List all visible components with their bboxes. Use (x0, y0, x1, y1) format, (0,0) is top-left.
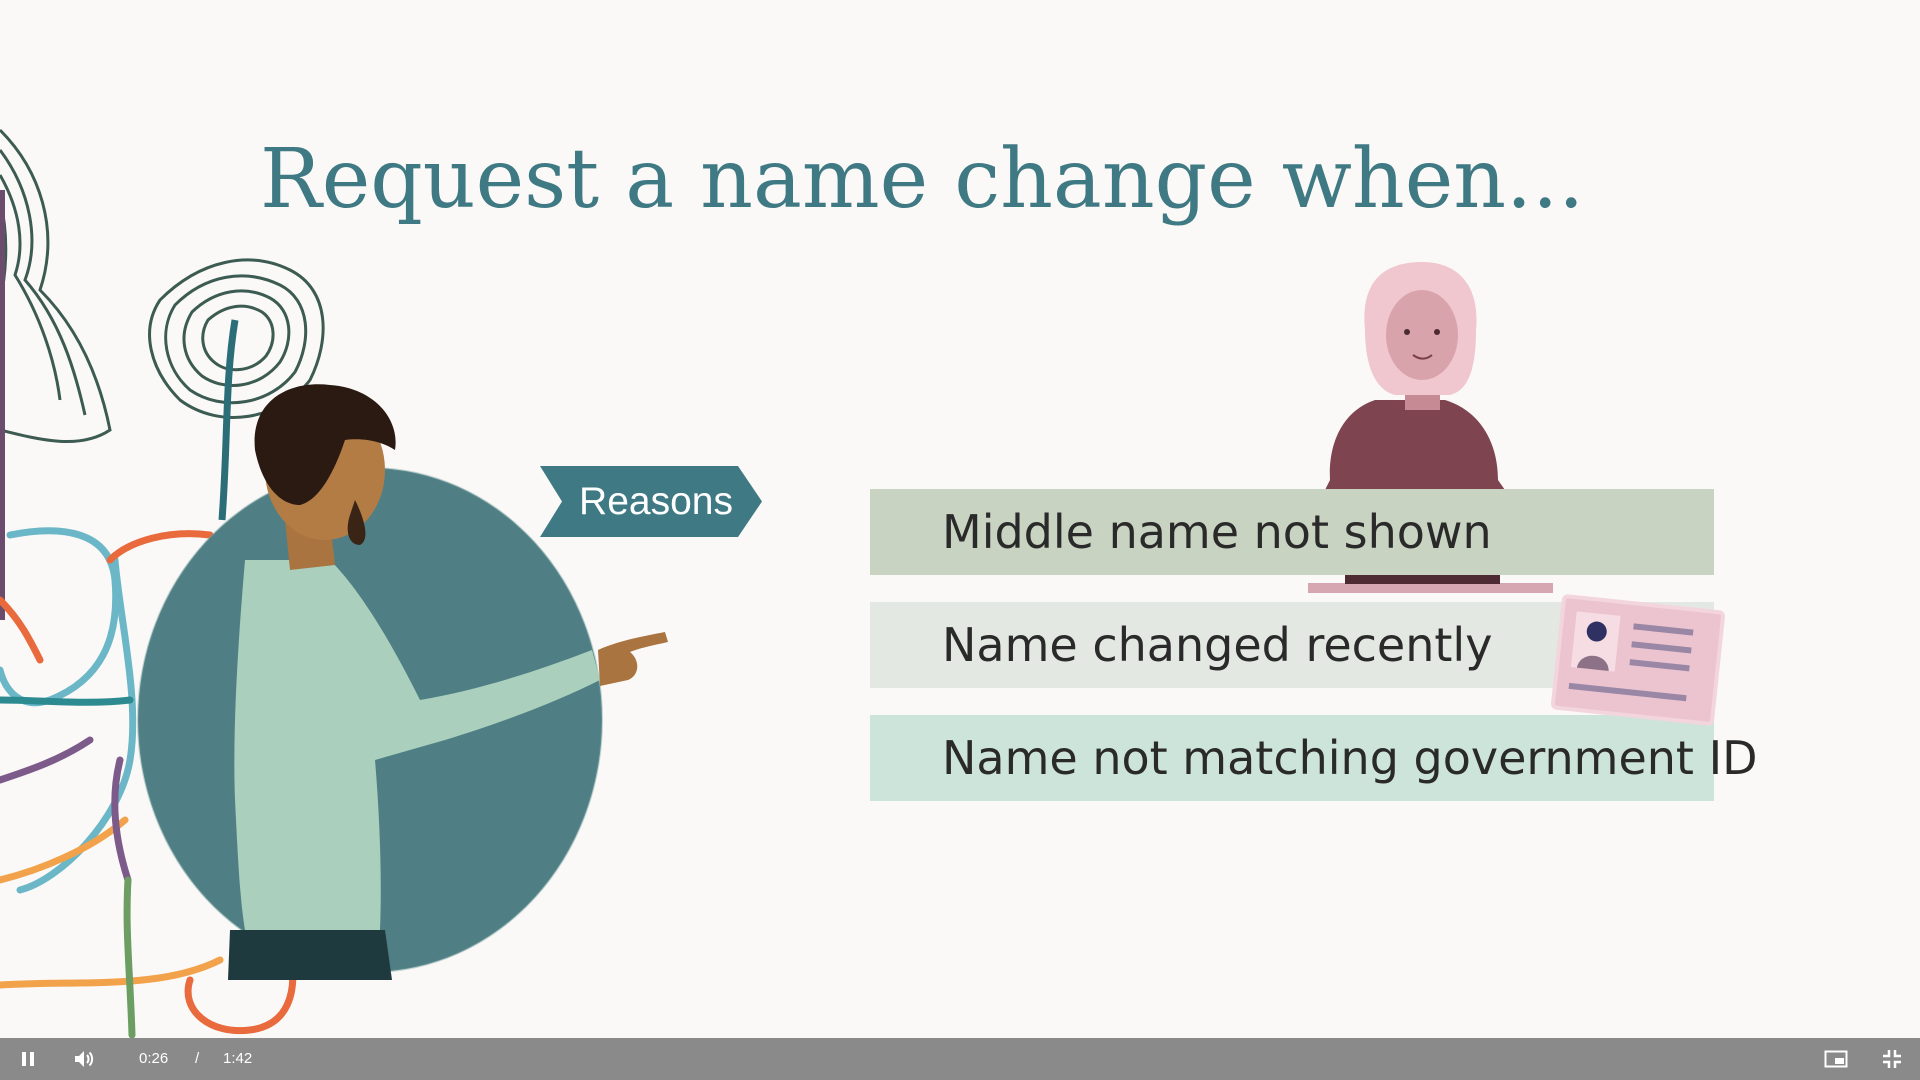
volume-icon (75, 1051, 94, 1067)
time-separator: / (195, 1050, 200, 1067)
pause-button[interactable] (10, 1038, 46, 1080)
tree-illustration (0, 128, 325, 443)
reason-name-changed: Name changed recently (870, 602, 1714, 688)
reason-government-id: Name not matching government ID (870, 715, 1758, 801)
decorative-illustration (0, 128, 668, 1038)
reason-middle-name: Middle name not shown (870, 489, 1714, 575)
woman-character-illustration (1308, 262, 1553, 593)
pause-icon (22, 1052, 34, 1066)
reasons-tag-label: Reasons (579, 480, 733, 523)
duration: 1:42 (223, 1050, 253, 1067)
video-control-bar: 0:26 / 1:42 (0, 1038, 1920, 1080)
video-frame[interactable]: Request a name change when... Reasons Mi… (0, 0, 1920, 1038)
picture-in-picture-icon (1824, 1050, 1848, 1068)
reasons-tag: Reasons (540, 466, 762, 537)
exit-fullscreen-icon (1883, 1050, 1901, 1068)
picture-in-picture-button[interactable] (1818, 1038, 1854, 1080)
volume-button[interactable] (66, 1038, 102, 1080)
slide-title: Request a name change when... (260, 132, 1585, 227)
man-character-illustration (228, 384, 668, 980)
exit-fullscreen-button[interactable] (1874, 1038, 1910, 1080)
current-time: 0:26 (139, 1050, 169, 1067)
